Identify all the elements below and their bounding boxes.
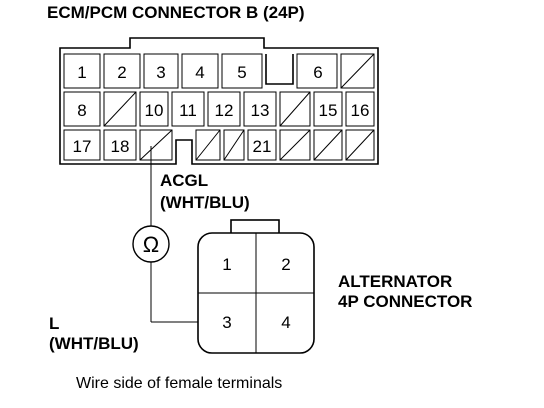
pin-label: 18 [111,137,130,156]
pin-label: 21 [253,137,272,156]
pin-label: 4 [281,313,290,332]
pin-label: 1 [77,63,86,82]
acgl-wire-name: ACGL [160,171,209,190]
pin-label: 8 [77,101,86,120]
diagram-caption: Wire side of female terminals [76,375,283,392]
pin-label: 2 [117,63,126,82]
pin-label: 4 [195,63,204,82]
pin-label: 5 [237,63,246,82]
ecm-pcm-connector [59,37,379,165]
ecm-connector-title: ECM/PCM CONNECTOR B (24P) [47,3,305,22]
pin-label: 13 [251,101,270,120]
pin-label: 3 [156,63,165,82]
l-wire-name: L [49,314,60,333]
empty-cavity-slash [279,91,311,127]
ecm-cells [63,53,375,161]
empty-cavity-slash [223,129,245,161]
pin-label: 10 [145,101,164,120]
ecm-pin-numbers: 1 2 3 4 5 6 8 10 11 12 13 15 16 17 18 21 [73,63,370,156]
empty-cavity-slash [345,129,375,161]
empty-cavity-slash [195,129,221,161]
empty-cavity-slash [313,129,343,161]
alternator-connector [197,219,315,354]
alternator-pin-numbers: 1 2 3 4 [222,255,290,332]
ohm-icon: Ω [143,232,159,257]
pin-label: 15 [319,101,338,120]
pin-label: 2 [281,255,290,274]
empty-cavity-slash [103,91,137,127]
pin-label: 12 [215,101,234,120]
alternator-title: ALTERNATOR [338,272,453,291]
pin-label: 1 [222,255,231,274]
empty-cavity-slash [279,129,311,161]
ohmmeter-symbol: Ω [132,225,170,263]
test-wires [150,146,198,323]
pin-label: 11 [179,101,197,120]
pin-label: 3 [222,313,231,332]
empty-cavity-slash [139,129,173,161]
pin-label: 17 [73,137,92,156]
pin-label: 16 [351,101,370,120]
pin-label: 6 [313,63,322,82]
acgl-wire-color: (WHT/BLU) [160,193,250,212]
empty-cavity-slash [340,53,375,89]
alternator-subtitle: 4P CONNECTOR [338,292,473,311]
l-wire-color: (WHT/BLU) [49,334,139,353]
